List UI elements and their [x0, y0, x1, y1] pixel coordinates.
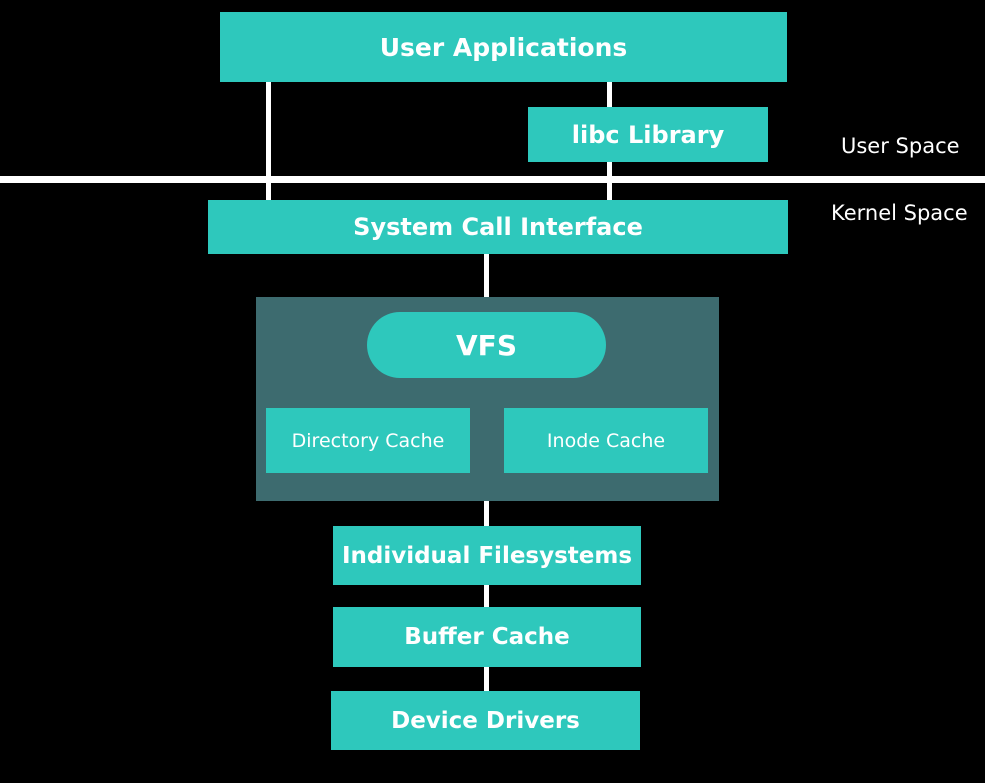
- device-drivers-box: Device Drivers: [331, 691, 640, 750]
- connector-buffer-to-drivers: [484, 667, 489, 691]
- connector-syscall-to-vfs: [484, 254, 489, 297]
- connector-vfs-to-filesystems: [484, 501, 489, 526]
- user-kernel-boundary-line: [0, 176, 985, 183]
- device-drivers-label: Device Drivers: [391, 707, 580, 734]
- directory-cache-label: Directory Cache: [291, 429, 445, 452]
- libc-library-label: libc Library: [571, 120, 725, 149]
- user-space-label: User Space: [841, 134, 960, 158]
- user-applications-label: User Applications: [379, 32, 628, 62]
- buffer-cache-box: Buffer Cache: [333, 607, 641, 667]
- vfs-pill: VFS: [367, 312, 606, 378]
- connector-apps-to-libc: [607, 82, 612, 107]
- individual-filesystems-box: Individual Filesystems: [333, 526, 641, 585]
- system-call-interface-box: System Call Interface: [208, 200, 788, 254]
- user-applications-box: User Applications: [220, 12, 787, 82]
- vfs-panel: VFS Directory Cache Inode Cache: [256, 297, 719, 501]
- libc-library-box: libc Library: [528, 107, 768, 162]
- individual-filesystems-label: Individual Filesystems: [341, 542, 633, 569]
- vfs-label: VFS: [456, 328, 517, 362]
- system-call-interface-label: System Call Interface: [353, 213, 643, 241]
- connector-apps-to-syscall: [266, 82, 271, 200]
- kernel-space-label: Kernel Space: [831, 201, 968, 225]
- directory-cache-box: Directory Cache: [266, 408, 470, 473]
- connector-filesystems-to-buffer: [484, 585, 489, 607]
- inode-cache-box: Inode Cache: [504, 408, 708, 473]
- buffer-cache-label: Buffer Cache: [404, 624, 570, 650]
- inode-cache-label: Inode Cache: [546, 429, 666, 452]
